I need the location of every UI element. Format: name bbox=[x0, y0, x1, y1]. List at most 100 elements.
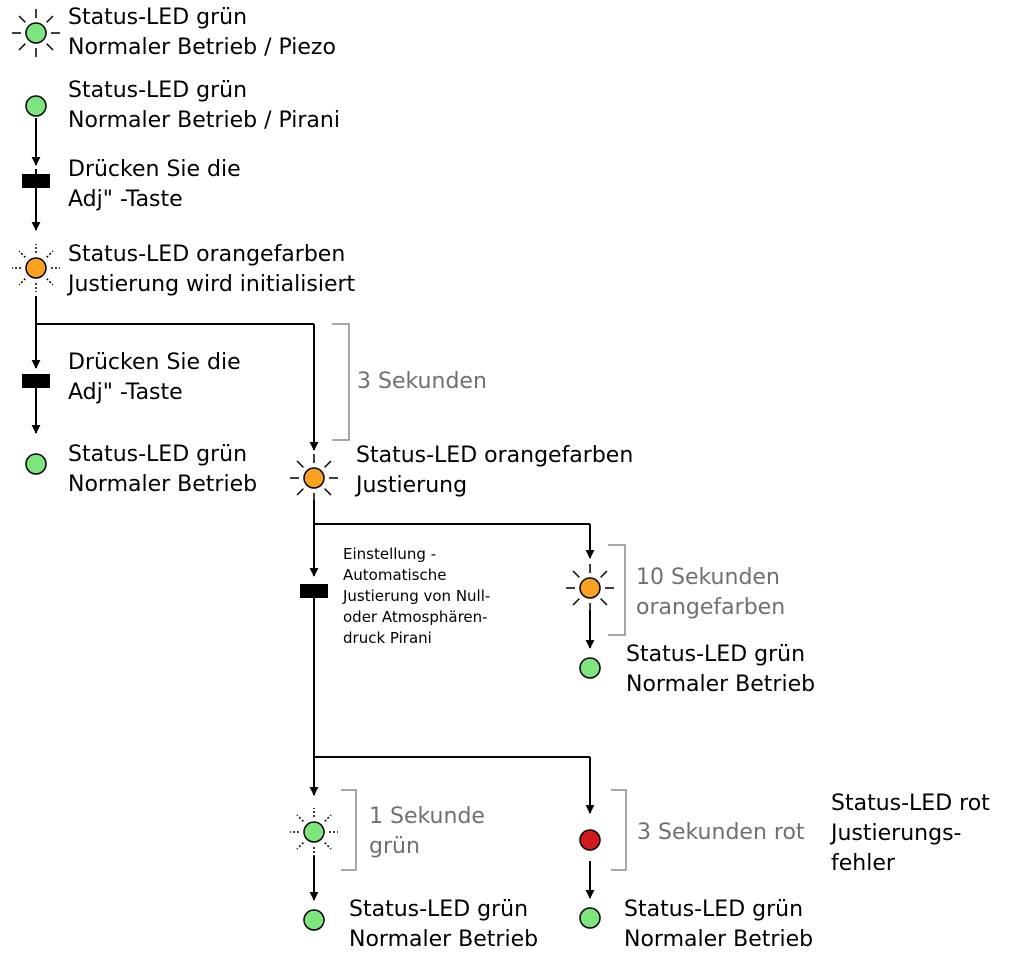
bracket-three-sec-red bbox=[611, 789, 627, 871]
label-init-line1: Status-LED orangefarben bbox=[68, 242, 346, 267]
led-piezo-ray bbox=[46, 43, 54, 51]
led-ten-sec-ray bbox=[600, 570, 608, 578]
led-one-sec-dot bbox=[303, 821, 325, 843]
label-error: Status-LED rot Justierungs- fehler bbox=[831, 789, 990, 879]
label-einstellung-line3: Justierung von Null- bbox=[343, 587, 491, 605]
label-piezo: Status-LED grün Normaler Betrieb / Piezo bbox=[68, 3, 336, 63]
label-press2-line2: Adj" -Taste bbox=[68, 380, 183, 405]
led-ten-sec-icon bbox=[566, 564, 614, 612]
led-pirani-dot bbox=[25, 95, 47, 117]
led-init-ray bbox=[46, 278, 54, 286]
label-normal-right-line1: Status-LED grün bbox=[626, 642, 806, 667]
led-red-icon bbox=[579, 829, 601, 851]
key-symbol-einstellung bbox=[300, 584, 328, 598]
led-one-sec-ray bbox=[296, 814, 304, 822]
label-error-line2: Justierungs- bbox=[831, 821, 962, 846]
label-three-sec: 3 Sekunden bbox=[357, 367, 487, 397]
led-piezo-ray bbox=[46, 15, 54, 23]
label-piezo-line1: Status-LED grün bbox=[68, 5, 248, 30]
led-justierung-ray bbox=[296, 460, 304, 468]
key-symbol-press2 bbox=[22, 374, 50, 388]
label-normal-left-line1: Status-LED grün bbox=[68, 442, 248, 467]
led-justierung-ray bbox=[296, 488, 304, 496]
led-piezo-ray bbox=[18, 15, 26, 23]
label-einstellung-line1: Einstellung - bbox=[343, 545, 437, 563]
label-einstellung-line5: druck Pirani bbox=[343, 629, 432, 647]
label-pirani: Status-LED grün Normaler Betrieb / Piran… bbox=[68, 76, 340, 136]
label-normal-bottom-right: Status-LED grün Normaler Betrieb bbox=[624, 895, 813, 955]
label-press2: Drücken Sie die Adj" -Taste bbox=[68, 348, 241, 408]
led-justierung-dot bbox=[303, 467, 325, 489]
label-normal-bottom-right-line1: Status-LED grün bbox=[624, 897, 804, 922]
led-red-dot bbox=[579, 829, 601, 851]
label-error-line3: fehler bbox=[831, 851, 895, 876]
label-einstellung: Einstellung - Automatische Justierung vo… bbox=[343, 544, 490, 649]
label-piezo-line2: Normaler Betrieb / Piezo bbox=[68, 35, 336, 60]
led-init-icon bbox=[12, 244, 60, 292]
led-one-sec-ray bbox=[324, 842, 332, 850]
label-one-sec: 1 Sekunde grün bbox=[369, 802, 485, 862]
led-piezo-icon bbox=[12, 9, 60, 57]
bracket-three-sec bbox=[332, 323, 350, 441]
label-init: Status-LED orangefarben Justierung wird … bbox=[68, 240, 355, 300]
bracket-one-sec bbox=[341, 789, 357, 871]
led-justierung-ray bbox=[324, 488, 332, 496]
label-init-line2: Justierung wird initialisiert bbox=[68, 272, 356, 297]
label-einstellung-line4: oder Atmosphären- bbox=[343, 608, 488, 626]
label-one-sec-line1: 1 Sekunde bbox=[369, 804, 485, 829]
led-normal-right-dot bbox=[579, 657, 601, 679]
label-press1: Drücken Sie die Adj" -Taste bbox=[68, 155, 241, 215]
led-ten-sec-ray bbox=[572, 598, 580, 606]
key-symbol-press1 bbox=[22, 174, 50, 188]
label-three-sec-text: 3 Sekunden bbox=[357, 369, 487, 394]
label-one-sec-line2: grün bbox=[369, 834, 420, 859]
label-einstellung-line2: Automatische bbox=[343, 566, 447, 584]
led-init-dot bbox=[25, 257, 47, 279]
led-init-ray bbox=[18, 278, 26, 286]
bracket-ten-sec bbox=[608, 544, 626, 636]
label-normal-bottom-right-line2: Normaler Betrieb bbox=[624, 927, 814, 952]
led-normal-left-dot bbox=[25, 453, 47, 475]
label-pirani-line2: Normaler Betrieb / Pirani bbox=[68, 108, 340, 133]
label-error-line1: Status-LED rot bbox=[831, 791, 990, 816]
led-ten-sec-dot bbox=[579, 577, 601, 599]
flow-connectors bbox=[31, 118, 595, 901]
status-leds bbox=[12, 9, 614, 931]
led-init-ray bbox=[18, 250, 26, 258]
led-normal-bottom-right-dot bbox=[579, 907, 601, 929]
label-three-sec-red-text: 3 Sekunden rot bbox=[637, 820, 805, 845]
label-normal-bottom-left-line1: Status-LED grün bbox=[349, 897, 529, 922]
timing-brackets bbox=[332, 323, 627, 871]
label-justierung-line2: Justierung bbox=[356, 473, 468, 498]
label-normal-bottom-left-line2: Normaler Betrieb bbox=[349, 927, 539, 952]
label-justierung: Status-LED orangefarben Justierung bbox=[356, 441, 633, 501]
label-press1-line2: Adj" -Taste bbox=[68, 187, 183, 212]
label-ten-sec: 10 Sekunden orangefarben bbox=[636, 563, 785, 623]
led-ten-sec-ray bbox=[600, 598, 608, 606]
led-pirani-icon bbox=[25, 95, 47, 117]
label-press1-line1: Drücken Sie die bbox=[68, 157, 241, 182]
led-one-sec-ray bbox=[324, 814, 332, 822]
led-normal-left-icon bbox=[25, 453, 47, 475]
label-three-sec-red: 3 Sekunden rot bbox=[637, 818, 805, 848]
led-piezo-ray bbox=[18, 43, 26, 51]
led-init-ray bbox=[46, 250, 54, 258]
label-pirani-line1: Status-LED grün bbox=[68, 78, 248, 103]
led-one-sec-ray bbox=[296, 842, 304, 850]
label-normal-bottom-left: Status-LED grün Normaler Betrieb bbox=[349, 895, 538, 955]
label-justierung-line1: Status-LED orangefarben bbox=[356, 443, 634, 468]
led-normal-bottom-left-dot bbox=[303, 909, 325, 931]
led-ten-sec-ray bbox=[572, 570, 580, 578]
label-ten-sec-line2: orangefarben bbox=[636, 595, 786, 620]
label-press2-line1: Drücken Sie die bbox=[68, 350, 241, 375]
led-normal-right-icon bbox=[579, 657, 601, 679]
label-normal-left: Status-LED grün Normaler Betrieb bbox=[68, 440, 257, 500]
led-one-sec-icon bbox=[290, 808, 338, 856]
label-ten-sec-line1: 10 Sekunden bbox=[636, 565, 780, 590]
led-piezo-dot bbox=[25, 22, 47, 44]
led-normal-bottom-right-icon bbox=[579, 907, 601, 929]
label-normal-left-line2: Normaler Betrieb bbox=[68, 472, 258, 497]
led-justierung-icon bbox=[290, 454, 338, 502]
